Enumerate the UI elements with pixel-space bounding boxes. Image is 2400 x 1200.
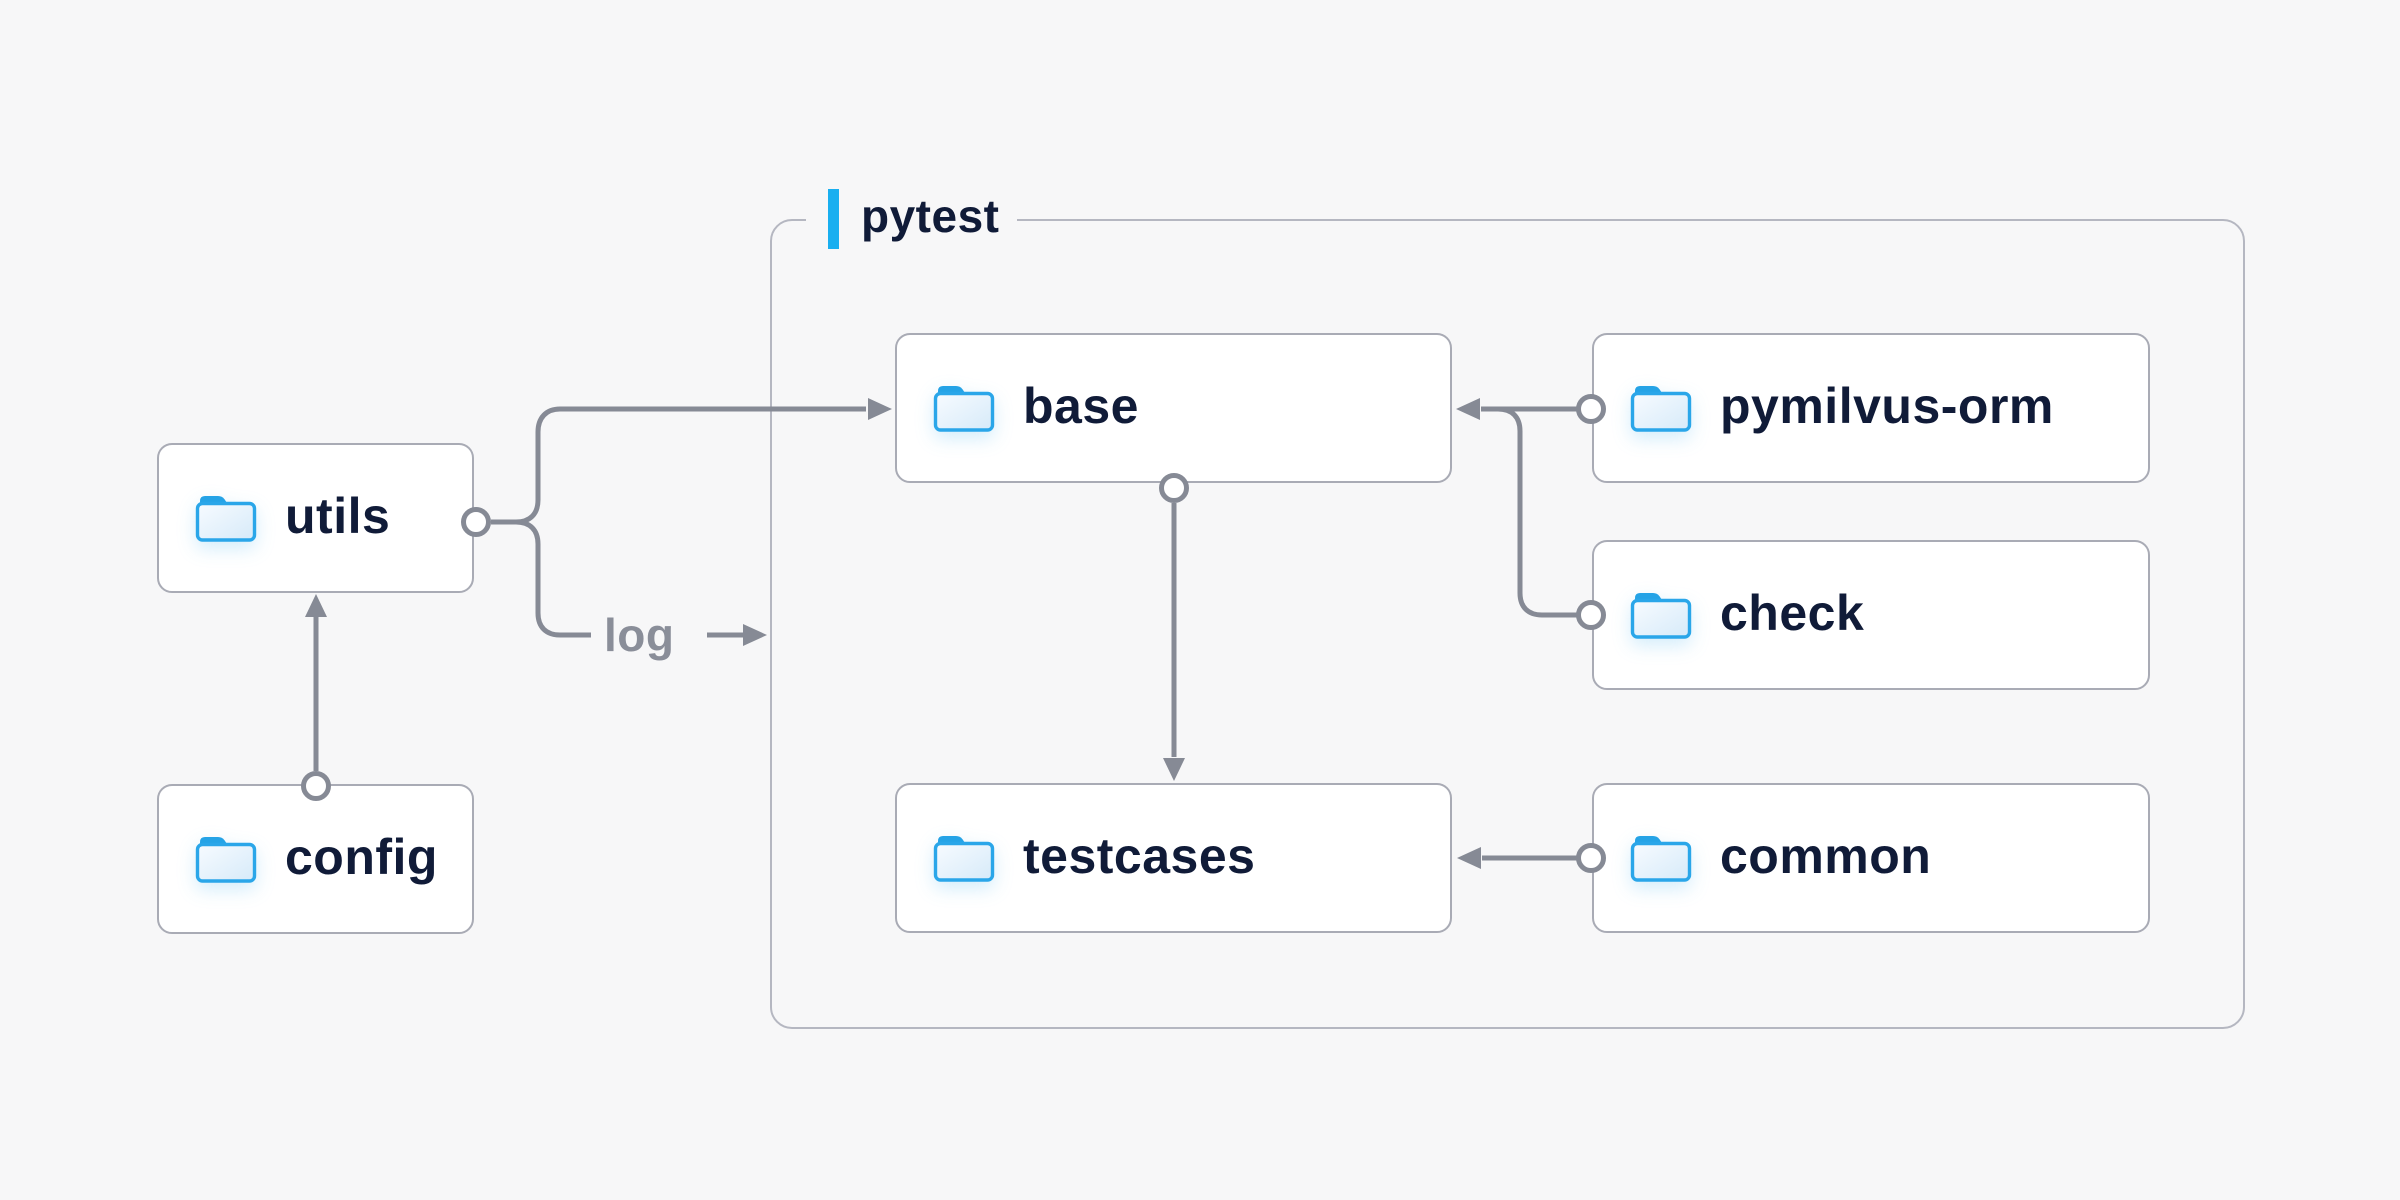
node-label: testcases [1023,828,1256,884]
node-label: utils [285,488,391,544]
folder-icon [195,837,257,883]
folder-icon [195,496,257,542]
folder-icon [1630,836,1692,882]
pytest-group-container [770,219,2245,1029]
node-pymilvus-orm: pymilvus-orm [1592,333,2150,483]
node-testcases: testcases [895,783,1452,933]
node-common: common [1592,783,2150,933]
node-label: check [1720,585,1865,641]
node-config: config [157,784,474,934]
node-label: pymilvus-orm [1720,378,2054,434]
node-check: check [1592,540,2150,690]
pytest-group-label: pytest [806,189,1018,249]
node-label: common [1720,828,1932,884]
folder-icon [933,386,995,432]
edge-config-utils [301,594,331,801]
edge-label-log: log [604,609,675,661]
node-base: base [895,333,1452,483]
accent-bar [828,189,839,249]
folder-icon [1630,386,1692,432]
folder-icon [933,836,995,882]
node-label: config [285,829,438,885]
group-title: pytest [861,190,1000,242]
node-utils: utils [157,443,474,593]
node-label: base [1023,378,1139,434]
folder-icon [1630,593,1692,639]
